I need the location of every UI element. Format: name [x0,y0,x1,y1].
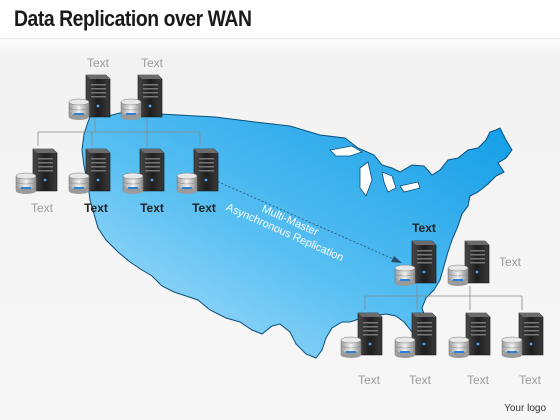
label-west-master-1: Text [86,56,109,70]
server-icon-west-2 [68,148,111,195]
slide-title: Data Replication over WAN [14,6,252,31]
server-icon-west-master-1 [68,74,111,121]
server-icon-west-1 [15,148,58,195]
title-divider [0,38,560,39]
server-icon-east-4 [501,312,544,359]
east-connectors [364,286,523,310]
server-icon-east-master-2 [447,240,490,287]
label-east-master-2: Text [498,255,521,269]
label-west-4: Text [192,201,216,215]
label-west-2: Text [84,201,108,215]
label-west-3: Text [140,201,164,215]
label-east-1: Text [357,373,380,387]
label-west-master-2: Text [140,56,163,70]
label-east-master-1: Text [412,221,436,235]
west-connectors [37,118,201,146]
label-east-3: Text [466,373,489,387]
label-east-4: Text [518,373,541,387]
replication-arrow [213,179,401,263]
label-east-2: Text [408,373,431,387]
logo-text: Your logo [504,403,546,414]
label-west-1: Text [30,201,53,215]
server-icon-east-3 [448,312,491,359]
great-lakes [329,145,421,197]
server-icon-west-master-2 [120,74,163,121]
